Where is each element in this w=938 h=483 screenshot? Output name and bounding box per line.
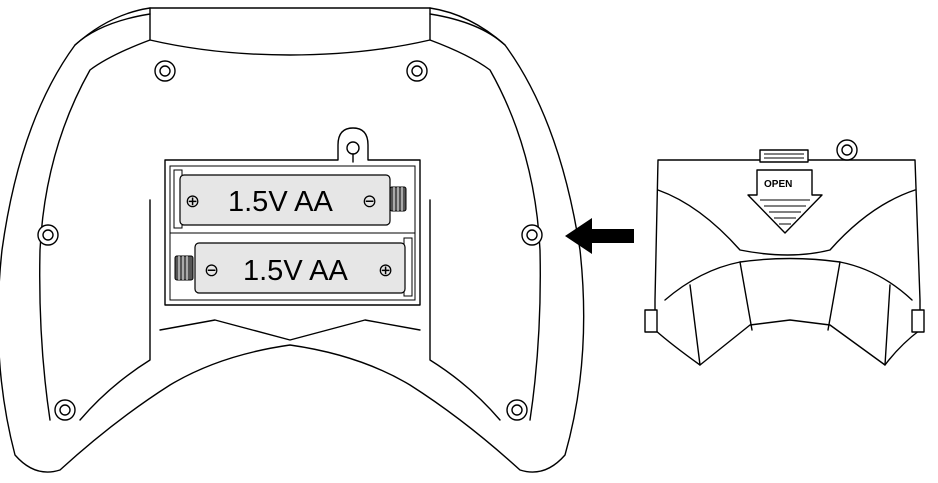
cover-rib-1 [739,261,753,331]
cover-rib-4 [884,284,891,366]
right-bumper [429,13,506,46]
right-shoulder-line [429,39,541,421]
spring-contact [174,255,194,281]
cover-contour-lower [664,257,913,301]
battery-bottom-left-symbol: ⊖ [204,260,219,281]
screw [506,399,528,421]
battery-cover: OPEN [644,139,925,366]
cover-outline [654,159,921,366]
screw [154,60,176,82]
left-shoulder-line [39,39,151,421]
cover-rib-2 [827,261,841,331]
open-label: OPEN [764,179,792,190]
spring-contact [389,186,407,212]
battery-top-left-symbol: ⊕ [185,191,200,212]
left-bumper [74,13,151,46]
battery-top-right-symbol: ⊖ [362,191,377,212]
bottom-notch-line [159,319,421,341]
screw [521,224,543,246]
right-grip-line [429,199,501,421]
left-grip-line [79,199,151,421]
insert-direction-arrow-icon [565,218,634,254]
cover-latch [759,149,809,163]
cover-rib-3 [689,284,701,366]
battery-top: ⊕ 1.5V AA ⊖ [179,174,407,226]
controller-back: ⊕ 1.5V AA ⊖ ⊖ 1.5V AA ⊕ [0,7,585,473]
cover-contour-left [657,189,916,256]
screw [54,399,76,421]
cover-clip-left [644,309,658,333]
cover-clip-right [911,309,925,333]
battery-top-label: 1.5V AA [228,186,333,218]
cover-screw-hole [836,139,858,161]
battery-bottom-label: 1.5V AA [243,255,348,287]
battery-bottom: ⊖ 1.5V AA ⊕ [174,242,406,294]
screw [406,60,428,82]
controller-inner-bevel [149,7,431,56]
screw [37,224,59,246]
battery-bottom-right-symbol: ⊕ [378,260,393,281]
open-arrow-icon: OPEN [747,169,823,234]
